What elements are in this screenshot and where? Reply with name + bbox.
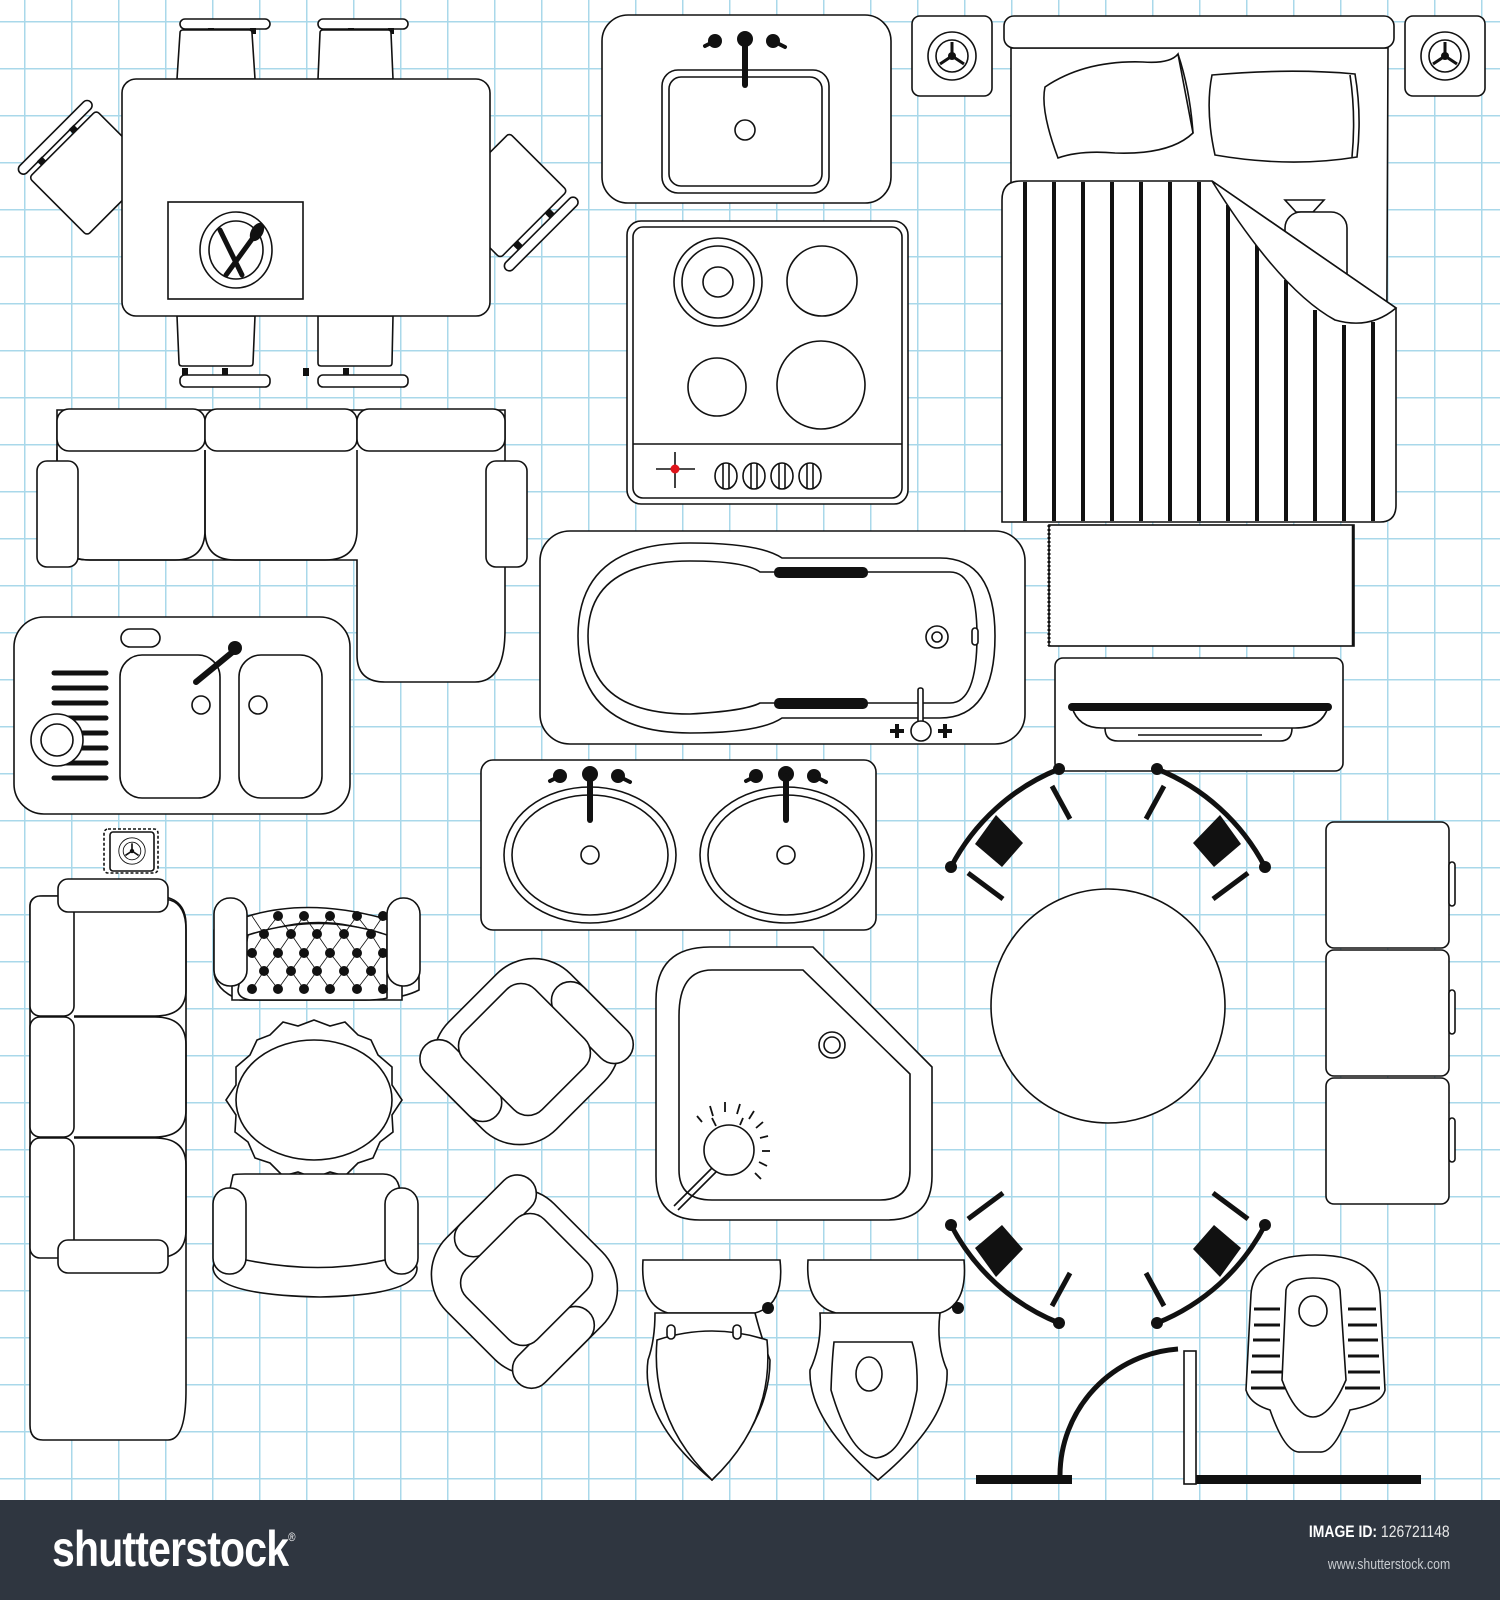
shower-corner — [655, 946, 933, 1221]
kitchen-sink-double — [13, 616, 351, 815]
image-id-value: 126721148 — [1381, 1522, 1450, 1541]
door-swing — [976, 1346, 1421, 1485]
vanity-double-sink — [480, 759, 877, 931]
grid-paper-canvas — [0, 0, 1500, 1500]
armchair-rotated-1 — [419, 957, 635, 1146]
bench-rug — [1047, 524, 1355, 647]
stove-cooktop — [626, 220, 909, 505]
squat-toilet — [1245, 1254, 1386, 1453]
logo-text: shutterstock — [52, 1521, 289, 1577]
dining-table-rect — [17, 18, 579, 388]
bidet — [806, 1259, 966, 1482]
sectional-sofa — [36, 408, 528, 683]
website-link[interactable]: www.shutterstock.com — [1327, 1556, 1450, 1573]
kitchen-sink-single — [601, 14, 892, 204]
image-id-label: IMAGE ID: — [1309, 1522, 1378, 1541]
armchair-tufted — [213, 897, 421, 1001]
nightstand-lamp-left — [911, 15, 993, 97]
footer-bar: shutterstock® IMAGE ID: 126721148 www.sh… — [0, 1500, 1500, 1600]
armchair-rotated-2 — [430, 1174, 619, 1390]
registered-mark: ® — [288, 1530, 295, 1544]
brand-logo[interactable]: shutterstock® — [52, 1520, 295, 1578]
nightstand-lamp-right — [1404, 15, 1486, 97]
double-bed — [1001, 15, 1398, 523]
toilet — [641, 1259, 782, 1482]
image-id: IMAGE ID: 126721148 — [1309, 1522, 1450, 1542]
round-dining-table — [945, 763, 1271, 1329]
armchair-plain — [212, 1173, 419, 1298]
sofa-three-seat — [29, 878, 187, 1441]
cabinet-drawers — [1325, 821, 1456, 1205]
round-rug-table — [225, 1019, 403, 1179]
bathtub — [539, 530, 1026, 745]
tv-console — [1054, 657, 1344, 772]
side-lamp-top — [103, 828, 159, 874]
